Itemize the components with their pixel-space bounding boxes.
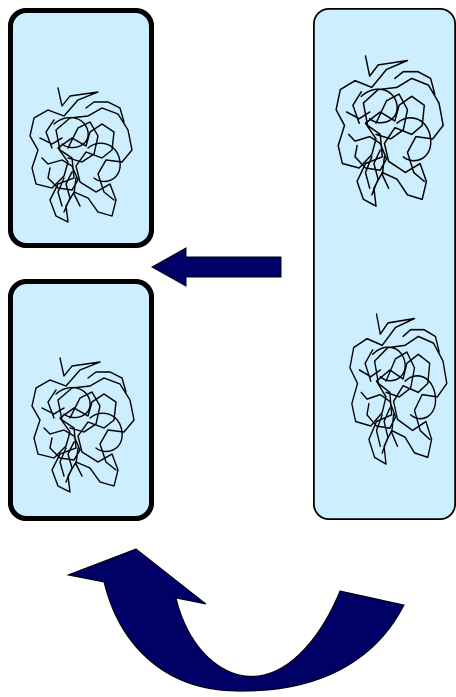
source-panel-fill bbox=[313, 8, 456, 520]
left-arrow-icon bbox=[150, 247, 282, 287]
curved-return-arrow-icon bbox=[66, 548, 405, 692]
target-panel-bottom-fill bbox=[8, 279, 154, 521]
